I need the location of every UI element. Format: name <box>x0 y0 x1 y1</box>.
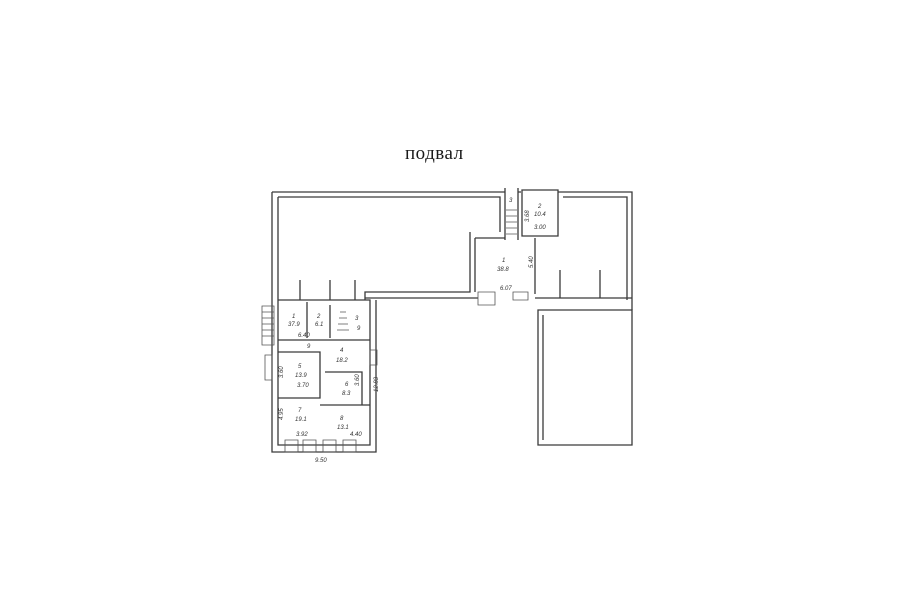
room-number: 1 <box>292 314 295 320</box>
room-number: 3 <box>355 316 359 322</box>
room-area: 18.2 <box>336 358 348 364</box>
dimension: 6.40 <box>298 333 310 339</box>
dimension: 9.50 <box>315 458 327 464</box>
windows <box>264 291 529 453</box>
dimension: 5.40 <box>529 256 535 268</box>
room-area: 13.1 <box>337 425 349 431</box>
room-number: 4 <box>340 348 344 354</box>
dimension: 3.00 <box>534 225 546 231</box>
room-number: 5 <box>298 364 302 370</box>
room-area: 37.9 <box>288 322 300 328</box>
walls <box>271 188 633 453</box>
room-number: 9 <box>307 344 311 350</box>
room-area: 38.8 <box>497 267 509 273</box>
room-number: 3 <box>509 198 513 204</box>
dimension: 3.70 <box>297 383 309 389</box>
room-area: 9 <box>357 326 361 332</box>
dimension: 12.83 <box>374 376 380 392</box>
stairs <box>261 209 517 346</box>
room-area: 6.1 <box>315 322 323 328</box>
room-number: 2 <box>537 204 542 210</box>
room-area: 13.9 <box>295 373 307 379</box>
room-number: 8 <box>340 416 344 422</box>
dimension: 3.92 <box>296 432 308 438</box>
dimension-labels: 6.40 3.60 3.70 4.95 3.92 4.40 9.50 12.83… <box>279 210 546 464</box>
room-area: 8.3 <box>342 391 351 397</box>
room-area: 10.4 <box>534 212 546 218</box>
plan-title: подвал <box>405 143 464 164</box>
room-labels: 1 37.9 2 6.1 9 3 9 4 18.2 5 13.9 6 8.3 7… <box>288 198 546 431</box>
dimension: 3.68 <box>525 210 531 222</box>
room-number: 2 <box>316 314 321 320</box>
dimension: 4.95 <box>279 408 285 420</box>
room-number: 7 <box>298 408 302 414</box>
dimension: 3.60 <box>279 366 285 378</box>
room-number: 6 <box>345 382 349 388</box>
dimension: 3.60 <box>355 374 361 386</box>
dimension: 4.40 <box>350 432 362 438</box>
room-number: 1 <box>502 258 505 264</box>
dimension: 6.07 <box>500 286 512 292</box>
room-area: 19.1 <box>295 417 307 423</box>
